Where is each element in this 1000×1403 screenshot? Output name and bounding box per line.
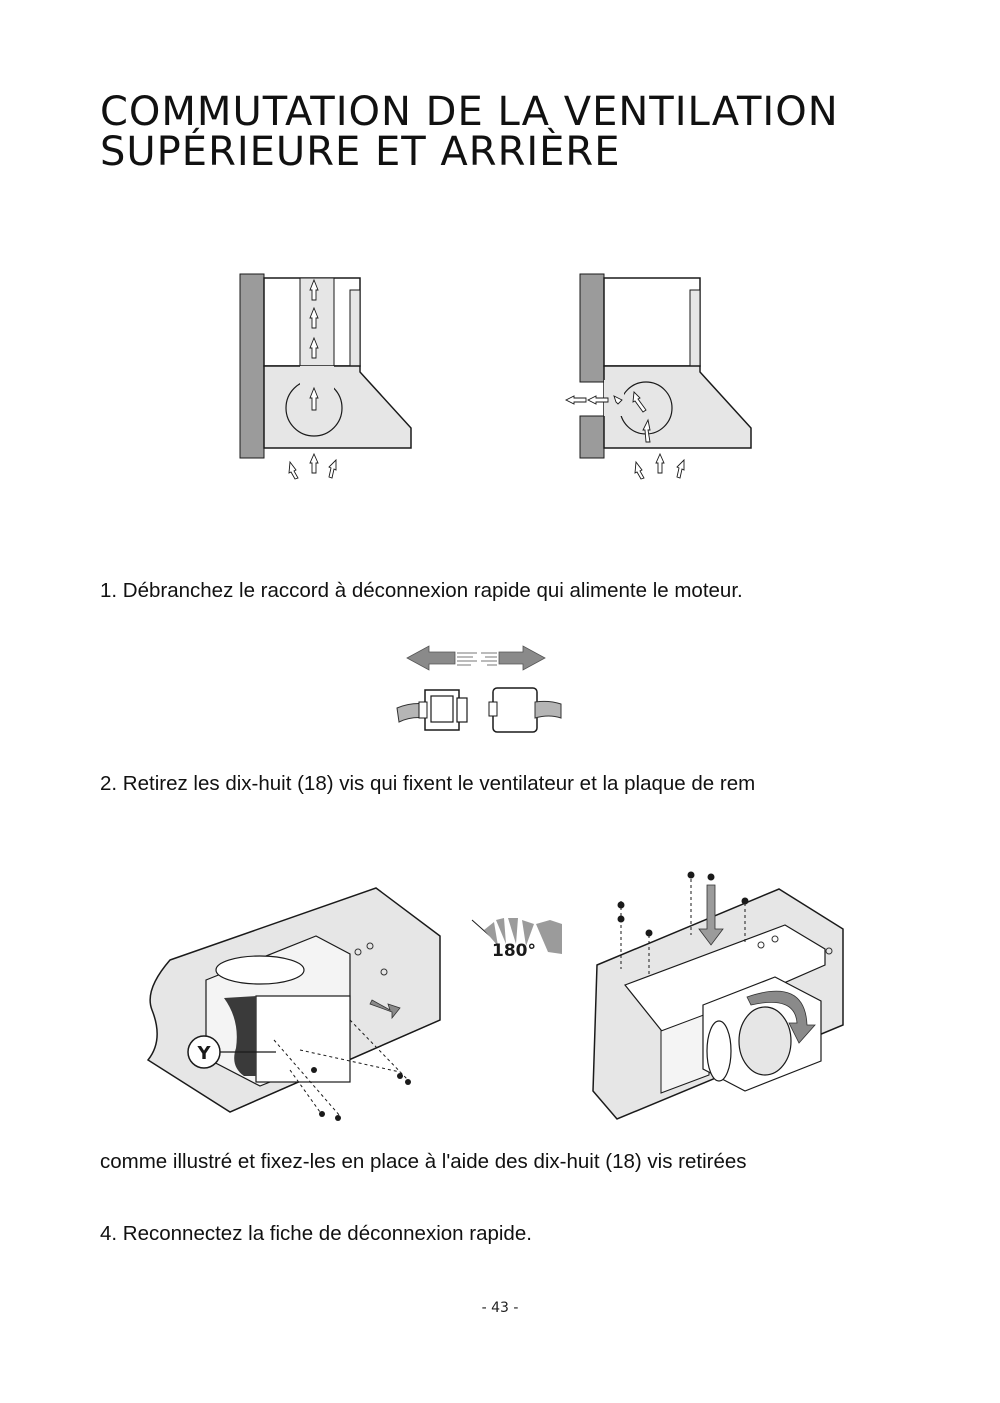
top-vent-diagram: [236, 270, 416, 485]
title-line-2: SUPÉRIEURE ET ARRIÈRE: [100, 129, 621, 175]
blower-rotated-diagram: [585, 865, 850, 1127]
connector-diagram: [395, 642, 565, 742]
step-3-text: comme illustré et fixez-les en place à l…: [100, 1150, 747, 1173]
callout-y-label: Y: [196, 1043, 211, 1064]
step-4-text: 4. Reconnectez la fiche de déconnexion r…: [100, 1222, 532, 1245]
step-1-text: 1. Débranchez le raccord à déconnexion r…: [100, 579, 743, 602]
page-title: COMMUTATION DE LA VENTILATION SUPÉRIEURE…: [100, 92, 839, 172]
rotation-symbol: 180°: [470, 912, 570, 968]
blower-removal-diagram: Y: [140, 880, 450, 1125]
page-number: - 43 -: [481, 1300, 519, 1316]
title-line-1: COMMUTATION DE LA VENTILATION: [100, 89, 839, 135]
rear-vent-diagram: [560, 270, 760, 485]
step-2-text: 2. Retirez les dix-huit (18) vis qui fix…: [100, 772, 756, 795]
rotation-label: 180°: [492, 941, 536, 961]
